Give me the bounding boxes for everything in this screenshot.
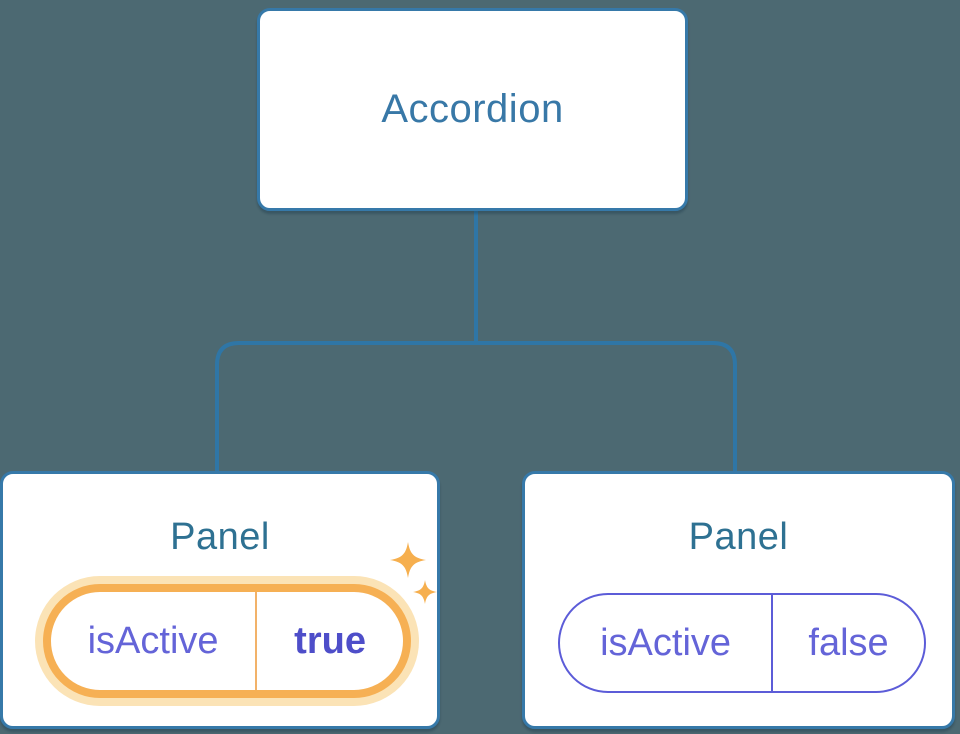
prop-value: true (294, 619, 366, 662)
panel-title: Panel (688, 516, 789, 558)
state-pill-active: isActive true (43, 584, 411, 698)
pill-divider (771, 595, 774, 691)
panel-node-active: Panel isActive true (0, 471, 440, 729)
pill-divider (255, 592, 258, 690)
panel-node-inactive: Panel isActive false (522, 471, 955, 729)
prop-value: false (808, 621, 889, 664)
state-pill-inactive: isActive false (558, 593, 926, 693)
prop-name: isActive (87, 619, 219, 662)
prop-name: isActive (600, 621, 732, 664)
panel-title: Panel (170, 516, 270, 558)
accordion-label: Accordion (381, 87, 564, 131)
accordion-node: Accordion (257, 8, 688, 211)
